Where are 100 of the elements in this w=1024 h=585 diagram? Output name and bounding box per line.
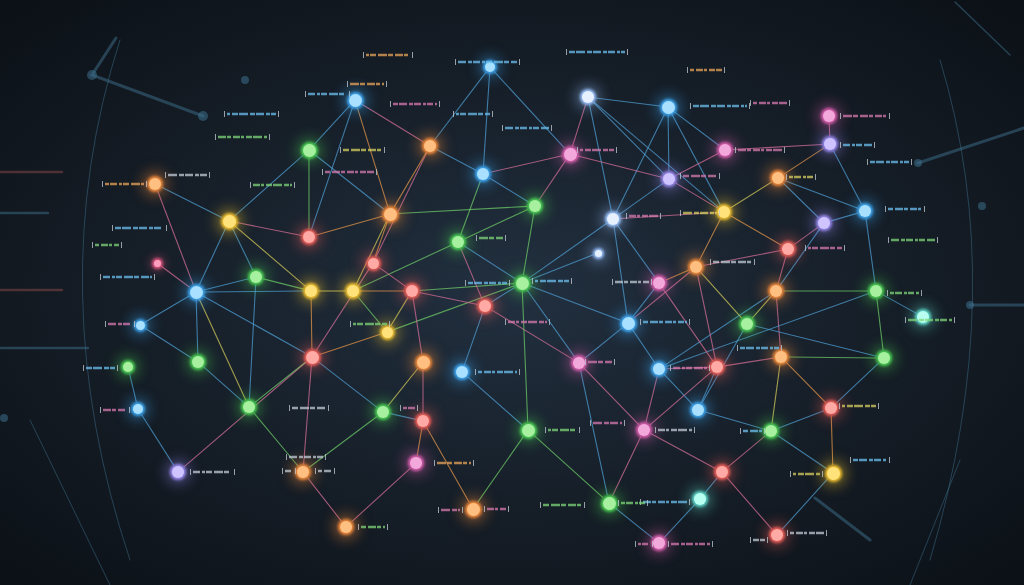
glowing-node — [153, 259, 161, 267]
glowing-node — [661, 100, 675, 114]
connector-line — [477, 436, 524, 503]
glowing-node — [775, 351, 787, 363]
connector-line — [538, 160, 567, 201]
glowing-node — [416, 355, 430, 369]
glowing-node — [653, 363, 665, 375]
connector-line — [783, 147, 825, 175]
connector-line — [771, 363, 781, 425]
connector-line — [726, 477, 773, 530]
connector-line — [359, 290, 406, 292]
glowing-node — [466, 502, 480, 516]
connector-line — [160, 265, 191, 288]
connector-line — [357, 296, 384, 328]
connector-line — [777, 255, 787, 285]
connector-line — [308, 415, 378, 469]
connector-line — [583, 367, 640, 426]
connector-line — [315, 215, 383, 236]
glowing-node — [149, 178, 161, 190]
connector-line — [393, 285, 516, 331]
connector-line — [704, 477, 718, 494]
connector-line — [203, 290, 305, 293]
connector-line — [830, 414, 834, 466]
glowing-node — [172, 466, 184, 478]
connector-line — [416, 427, 423, 457]
connector-line — [876, 297, 884, 352]
connector-line — [374, 221, 388, 257]
connector-line — [704, 411, 765, 430]
connector-line — [248, 283, 257, 401]
connector-line — [490, 286, 516, 303]
glowing-node — [529, 200, 541, 212]
connector-line — [781, 478, 829, 530]
glowing-node — [133, 404, 143, 414]
glowing-node — [192, 356, 204, 368]
glowing-node — [582, 91, 594, 103]
connector-line — [375, 152, 428, 258]
glowing-node — [690, 261, 702, 273]
glowing-node — [123, 362, 133, 372]
glowing-node — [653, 277, 665, 289]
glowing-node — [870, 285, 882, 297]
connector-line — [835, 362, 880, 404]
glowing-node — [692, 404, 704, 416]
connector-line — [390, 296, 409, 327]
connector-line — [317, 361, 378, 408]
connector-line — [482, 72, 491, 168]
connector-line — [614, 507, 654, 539]
connector-line — [203, 278, 250, 291]
connector-line — [828, 122, 831, 138]
connector-line — [663, 503, 696, 539]
glowing-node — [477, 168, 489, 180]
connector-line — [777, 410, 825, 429]
connector-line — [198, 298, 247, 401]
connector-line — [580, 369, 608, 496]
connector-line — [356, 107, 389, 207]
connector-line — [785, 361, 827, 404]
glowing-node — [878, 352, 890, 364]
glowing-node — [765, 425, 777, 437]
connector-line — [665, 293, 870, 367]
connector-line — [161, 186, 223, 218]
connector-line — [234, 154, 304, 217]
glowing-node — [653, 537, 665, 549]
connector-line — [231, 227, 254, 271]
connector-line — [701, 329, 744, 405]
connector-line — [665, 366, 711, 370]
connector-line — [865, 217, 876, 285]
connector-line — [128, 372, 138, 404]
connector-line — [662, 288, 714, 362]
connector-line — [787, 356, 878, 359]
glowing-node — [222, 214, 236, 228]
connector-line — [426, 426, 470, 503]
connector-line — [533, 434, 604, 499]
connector-line — [776, 297, 781, 351]
connector-line — [729, 215, 783, 246]
connector-line — [303, 364, 312, 466]
connector-line — [436, 148, 477, 172]
connector-line — [313, 105, 351, 145]
connector-line — [378, 266, 407, 288]
glowing-node — [825, 402, 837, 414]
connector-line — [262, 278, 305, 290]
connector-line — [412, 297, 423, 355]
connector-line — [667, 114, 670, 173]
connector-line — [317, 290, 347, 292]
glowing-node — [456, 366, 468, 378]
connector-line — [830, 212, 859, 222]
connector-line — [731, 143, 824, 151]
glowing-node — [782, 243, 794, 255]
connector-line — [673, 111, 720, 147]
glowing-node — [406, 285, 418, 297]
connector-line — [460, 248, 483, 300]
glowing-node — [716, 466, 728, 478]
connector-line — [434, 71, 487, 141]
glowing-node — [377, 406, 389, 418]
connector-line — [613, 225, 628, 316]
connector-line — [254, 361, 307, 403]
connector-line — [674, 182, 719, 209]
connector-line — [650, 433, 716, 469]
connector-line — [702, 249, 782, 267]
glowing-node — [859, 205, 871, 217]
connector-line — [588, 103, 613, 213]
connector-line — [593, 101, 719, 208]
